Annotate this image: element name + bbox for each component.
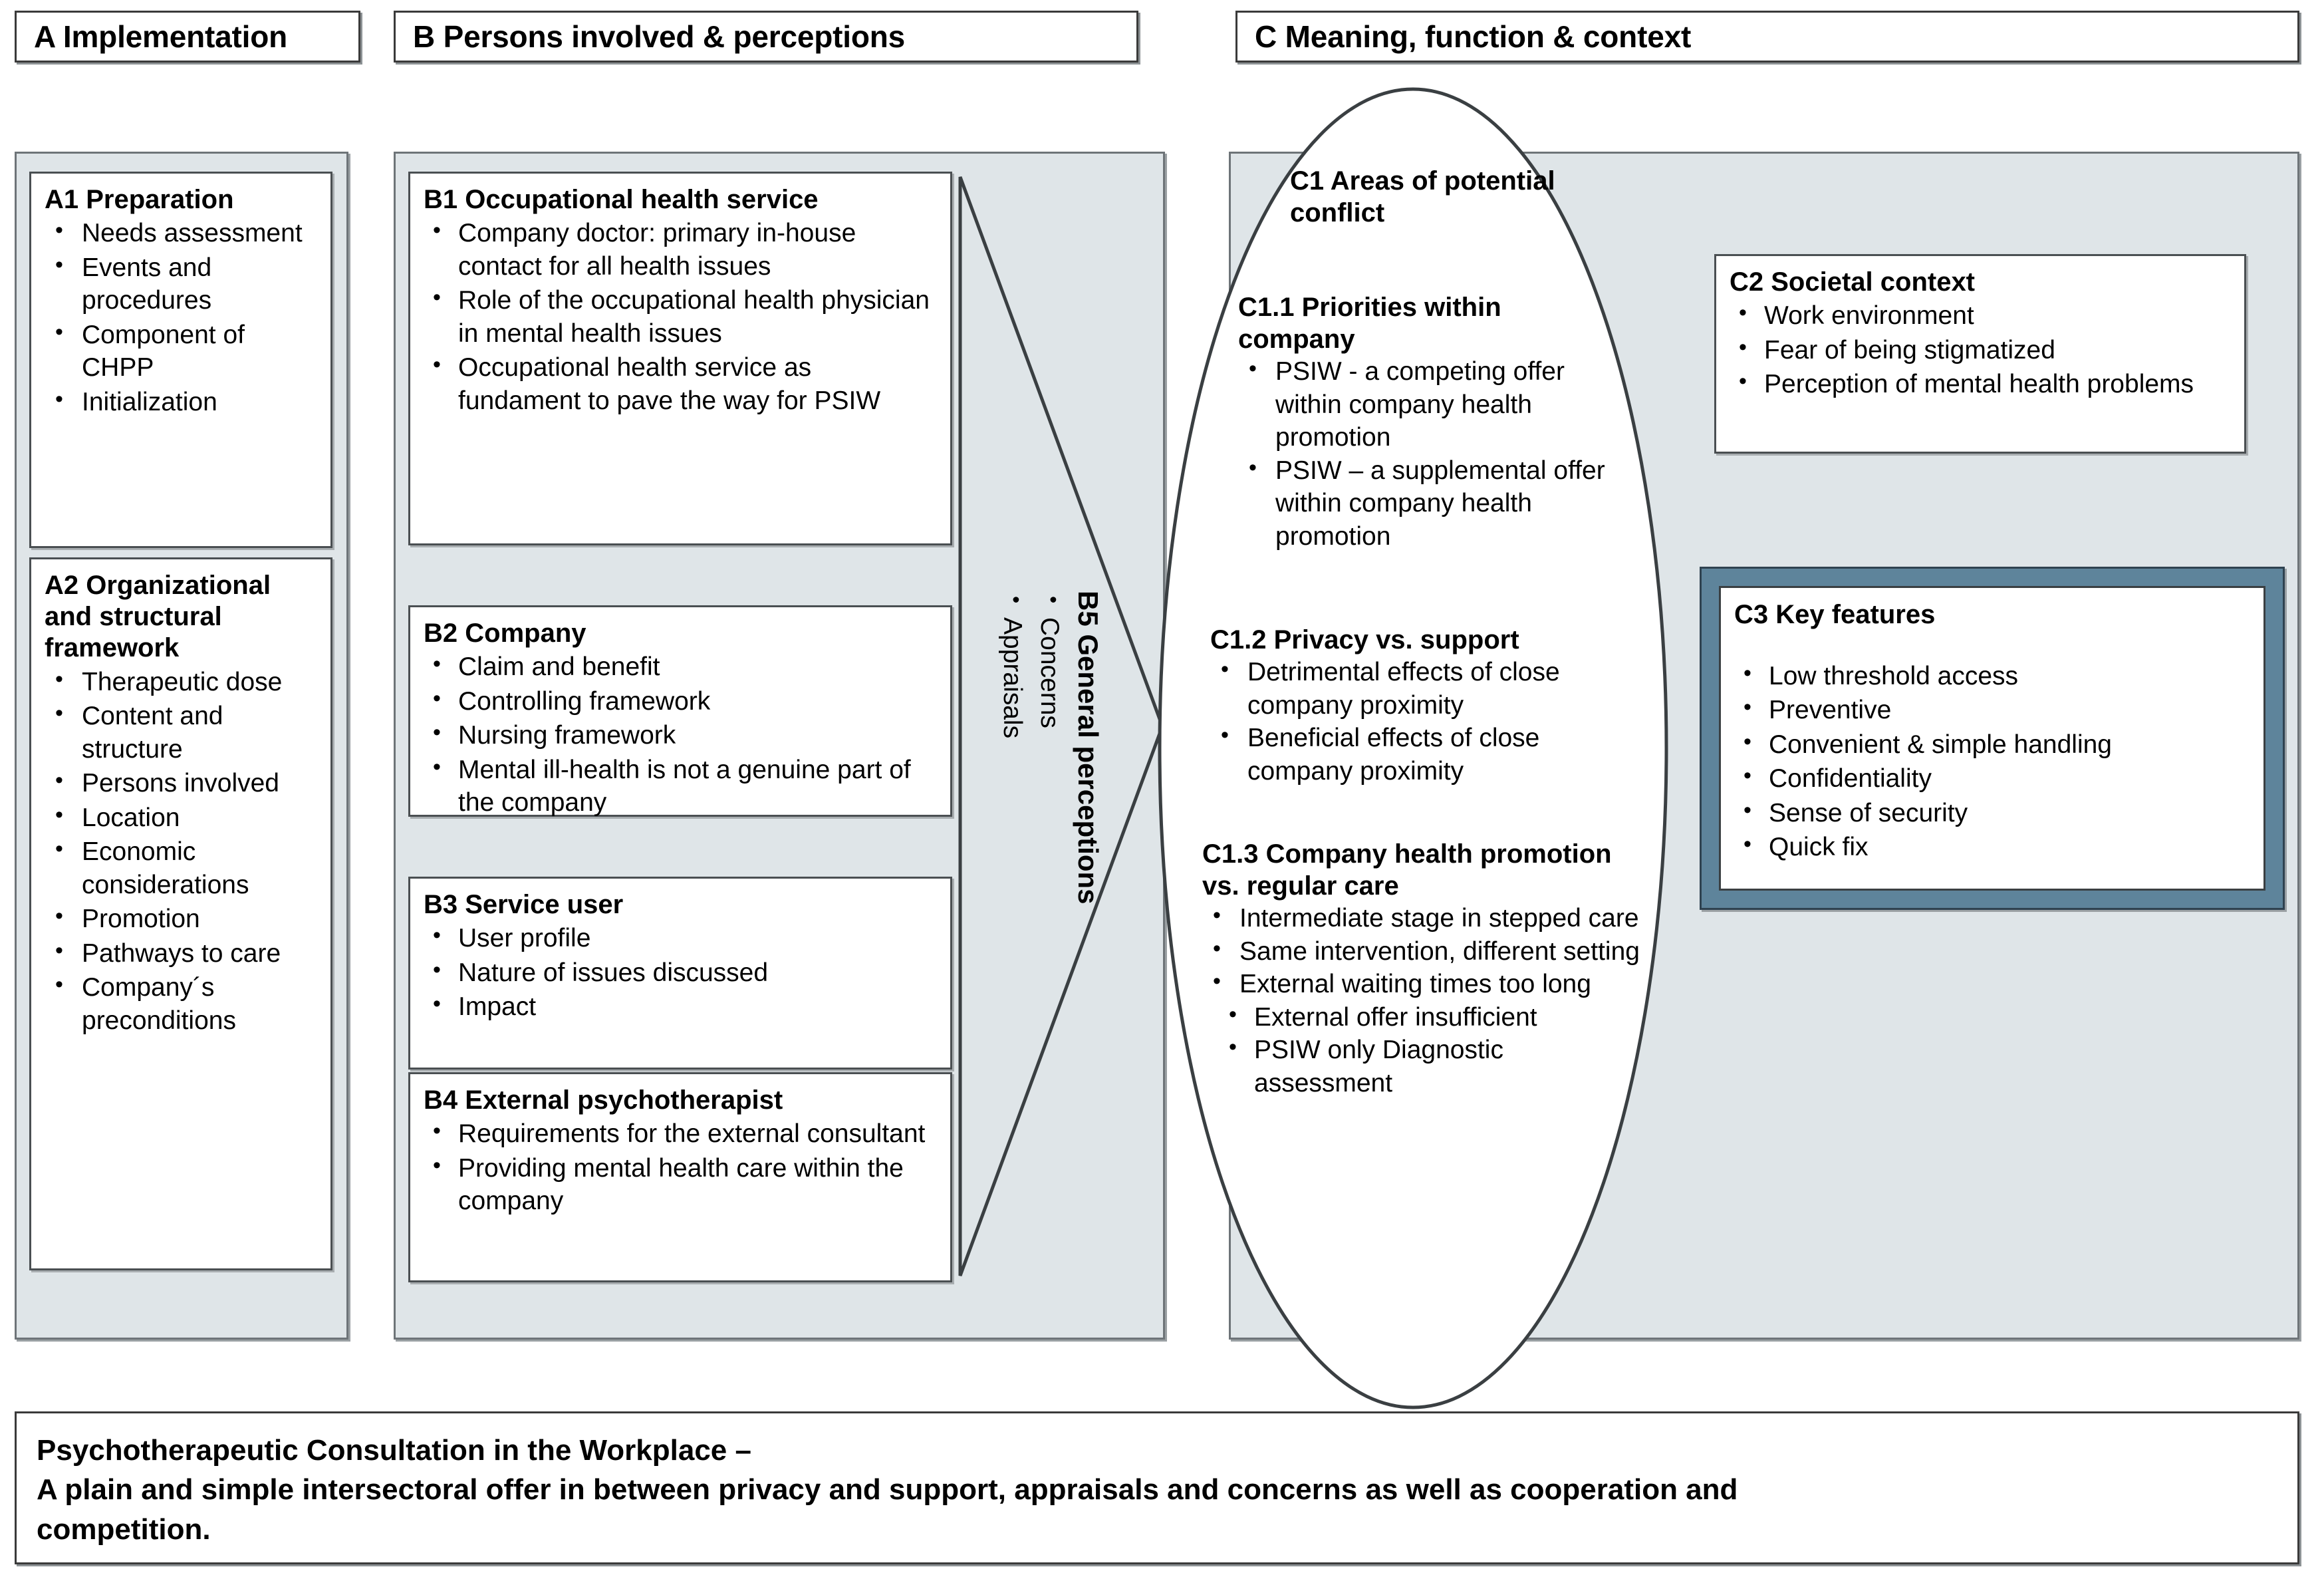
card-c12-title: C1.2 Privacy vs. support — [1210, 625, 1519, 654]
card-c3-title: C3 Key features — [1734, 600, 1936, 629]
column-header-c-label: C Meaning, function & context — [1255, 19, 1692, 54]
summary-line-1: Psychotherapeutic Consultation in the Wo… — [37, 1434, 751, 1467]
list-item: Mental ill-health is not a genuine part … — [424, 753, 938, 819]
list-item: Quick fix — [1734, 829, 2252, 864]
list-item: Appraisals — [998, 591, 1027, 738]
column-header-a: A Implementation — [15, 11, 360, 63]
list-item: Company´s preconditions — [45, 970, 319, 1037]
column-header-c: C Meaning, function & context — [1235, 11, 2299, 63]
list-item: Perception of mental health problems — [1730, 367, 2232, 401]
list-item: Promotion — [45, 902, 319, 936]
card-b3-title: B3 Service user — [424, 890, 624, 919]
card-c3-key-features: C3 Key features Low threshold access Pre… — [1719, 586, 2265, 891]
card-c1-title: C1 Areas of potential conflict — [1290, 166, 1555, 227]
list-item: Pathways to care — [45, 937, 319, 970]
card-a2-organizational-framework: A2 Organizational and structural framewo… — [29, 557, 332, 1270]
card-b2-company: B2 Company Claim and benefit Controlling… — [408, 605, 952, 817]
list-item: Low threshold access — [1734, 658, 2252, 693]
list-item: Impact — [424, 990, 938, 1024]
list-item: Controlling framework — [424, 684, 938, 718]
card-b3-service-user: B3 Service user User profile Nature of i… — [408, 877, 952, 1070]
list-item: Preventive — [1734, 692, 2252, 727]
card-c12-list: Detrimental effects of close company pro… — [1210, 655, 1622, 788]
list-item: Confidentiality — [1734, 761, 2252, 795]
list-item: Work environment — [1730, 299, 2232, 333]
card-c3-list: Low threshold access Preventive Convenie… — [1734, 658, 2252, 865]
list-item: Concerns — [1035, 591, 1064, 728]
card-c13-list: Intermediate stage in stepped care Same … — [1202, 901, 1641, 1099]
list-item: PSIW – a supplemental offer within compa… — [1238, 454, 1624, 553]
card-b4-list: Requirements for the external consultant… — [424, 1117, 938, 1218]
b5-item-appraisals: Appraisals — [997, 591, 1027, 738]
list-item: Initialization — [45, 385, 319, 419]
b5-title: B5 General perceptions — [1073, 591, 1104, 905]
list-item: Same intervention, different setting — [1202, 935, 1641, 968]
card-a1-preparation: A1 Preparation Needs assessment Events a… — [29, 172, 332, 548]
list-item: External offer insufficient — [1202, 1000, 1641, 1034]
card-c11-title: C1.1 Priorities within company — [1238, 293, 1501, 354]
card-a1-list: Needs assessment Events and procedures C… — [45, 216, 319, 419]
list-item: Fear of being stigmatized — [1730, 333, 2232, 367]
card-b1-title: B1 Occupational health service — [424, 185, 819, 214]
card-b2-title: B2 Company — [424, 619, 586, 648]
card-b4-external-psychotherapist: B4 External psychotherapist Requirements… — [408, 1072, 952, 1282]
list-item: Requirements for the external consultant — [424, 1117, 938, 1151]
card-c1-areas-of-potential-conflict: C1 Areas of potential conflict — [1290, 165, 1569, 229]
list-item: Intermediate stage in stepped care — [1202, 901, 1641, 935]
list-item: Company doctor: primary in-house contact… — [424, 216, 938, 283]
card-b2-list: Claim and benefit Controlling framework … — [424, 650, 938, 819]
card-c3-key-features-frame: C3 Key features Low threshold access Pre… — [1700, 567, 2285, 910]
list-item: Convenient & simple handling — [1734, 727, 2252, 762]
card-c13-title: C1.3 Company health promotion vs. regula… — [1202, 839, 1612, 901]
card-a2-title: A2 Organizational and structural framewo… — [45, 571, 271, 663]
column-header-a-label: A Implementation — [34, 19, 288, 54]
card-b4-title: B4 External psychotherapist — [424, 1085, 783, 1115]
b5-triangle-shape — [958, 176, 1164, 1276]
card-a1-title: A1 Preparation — [45, 185, 234, 214]
list-item: Providing mental health care within the … — [424, 1151, 938, 1218]
card-b3-list: User profile Nature of issues discussed … — [424, 921, 938, 1024]
card-c11-priorities-within-company: C1.1 Priorities within company PSIW - a … — [1238, 291, 1624, 553]
list-item: User profile — [424, 921, 938, 955]
list-item: Persons involved — [45, 766, 319, 800]
card-b1-occupational-health-service: B1 Occupational health service Company d… — [408, 172, 952, 545]
list-item: Economic considerations — [45, 835, 319, 901]
b5-item-concerns: Concerns — [1035, 591, 1064, 728]
column-header-b-label: B Persons involved & perceptions — [413, 19, 906, 54]
card-c13-company-health-promotion-vs-regular-care: C1.3 Company health promotion vs. regula… — [1202, 838, 1641, 1099]
list-item: Occupational health service as fundament… — [424, 351, 938, 417]
list-item: Nursing framework — [424, 718, 938, 752]
list-item: Component of CHPP — [45, 318, 319, 384]
column-header-b: B Persons involved & perceptions — [394, 11, 1138, 63]
list-item: Claim and benefit — [424, 650, 938, 684]
card-c2-societal-context: C2 Societal context Work environment Fea… — [1714, 254, 2246, 454]
card-a2-list: Therapeutic dose Content and structure P… — [45, 665, 319, 1038]
card-c2-list: Work environment Fear of being stigmatiz… — [1730, 299, 2232, 401]
card-b1-list: Company doctor: primary in-house contact… — [424, 216, 938, 417]
list-item: Detrimental effects of close company pro… — [1210, 655, 1622, 722]
list-item: Beneficial effects of close company prox… — [1210, 721, 1622, 788]
list-item: Sense of security — [1734, 795, 2252, 830]
card-c2-title: C2 Societal context — [1730, 267, 1976, 297]
list-item: Role of the occupational health physicia… — [424, 283, 938, 350]
summary-line-2: A plain and simple intersectoral offer i… — [37, 1473, 1738, 1507]
b5-general-perceptions-label: B5 General perceptions — [1072, 591, 1104, 905]
list-item: Nature of issues discussed — [424, 956, 938, 990]
list-item: Needs assessment — [45, 216, 319, 250]
list-item: PSIW - a competing offer within company … — [1238, 355, 1624, 454]
summary-line-3: competition. — [37, 1513, 211, 1546]
list-item: Events and procedures — [45, 251, 319, 317]
list-item: Location — [45, 801, 319, 835]
card-c11-list: PSIW - a competing offer within company … — [1238, 355, 1624, 553]
list-item: Therapeutic dose — [45, 665, 319, 699]
summary-box: Psychotherapeutic Consultation in the Wo… — [15, 1411, 2299, 1564]
card-c12-privacy-vs-support: C1.2 Privacy vs. support Detrimental eff… — [1210, 624, 1622, 788]
list-item: PSIW only Diagnostic assessment — [1202, 1033, 1641, 1099]
list-item: External waiting times too long — [1202, 967, 1641, 1001]
list-item: Content and structure — [45, 699, 319, 766]
